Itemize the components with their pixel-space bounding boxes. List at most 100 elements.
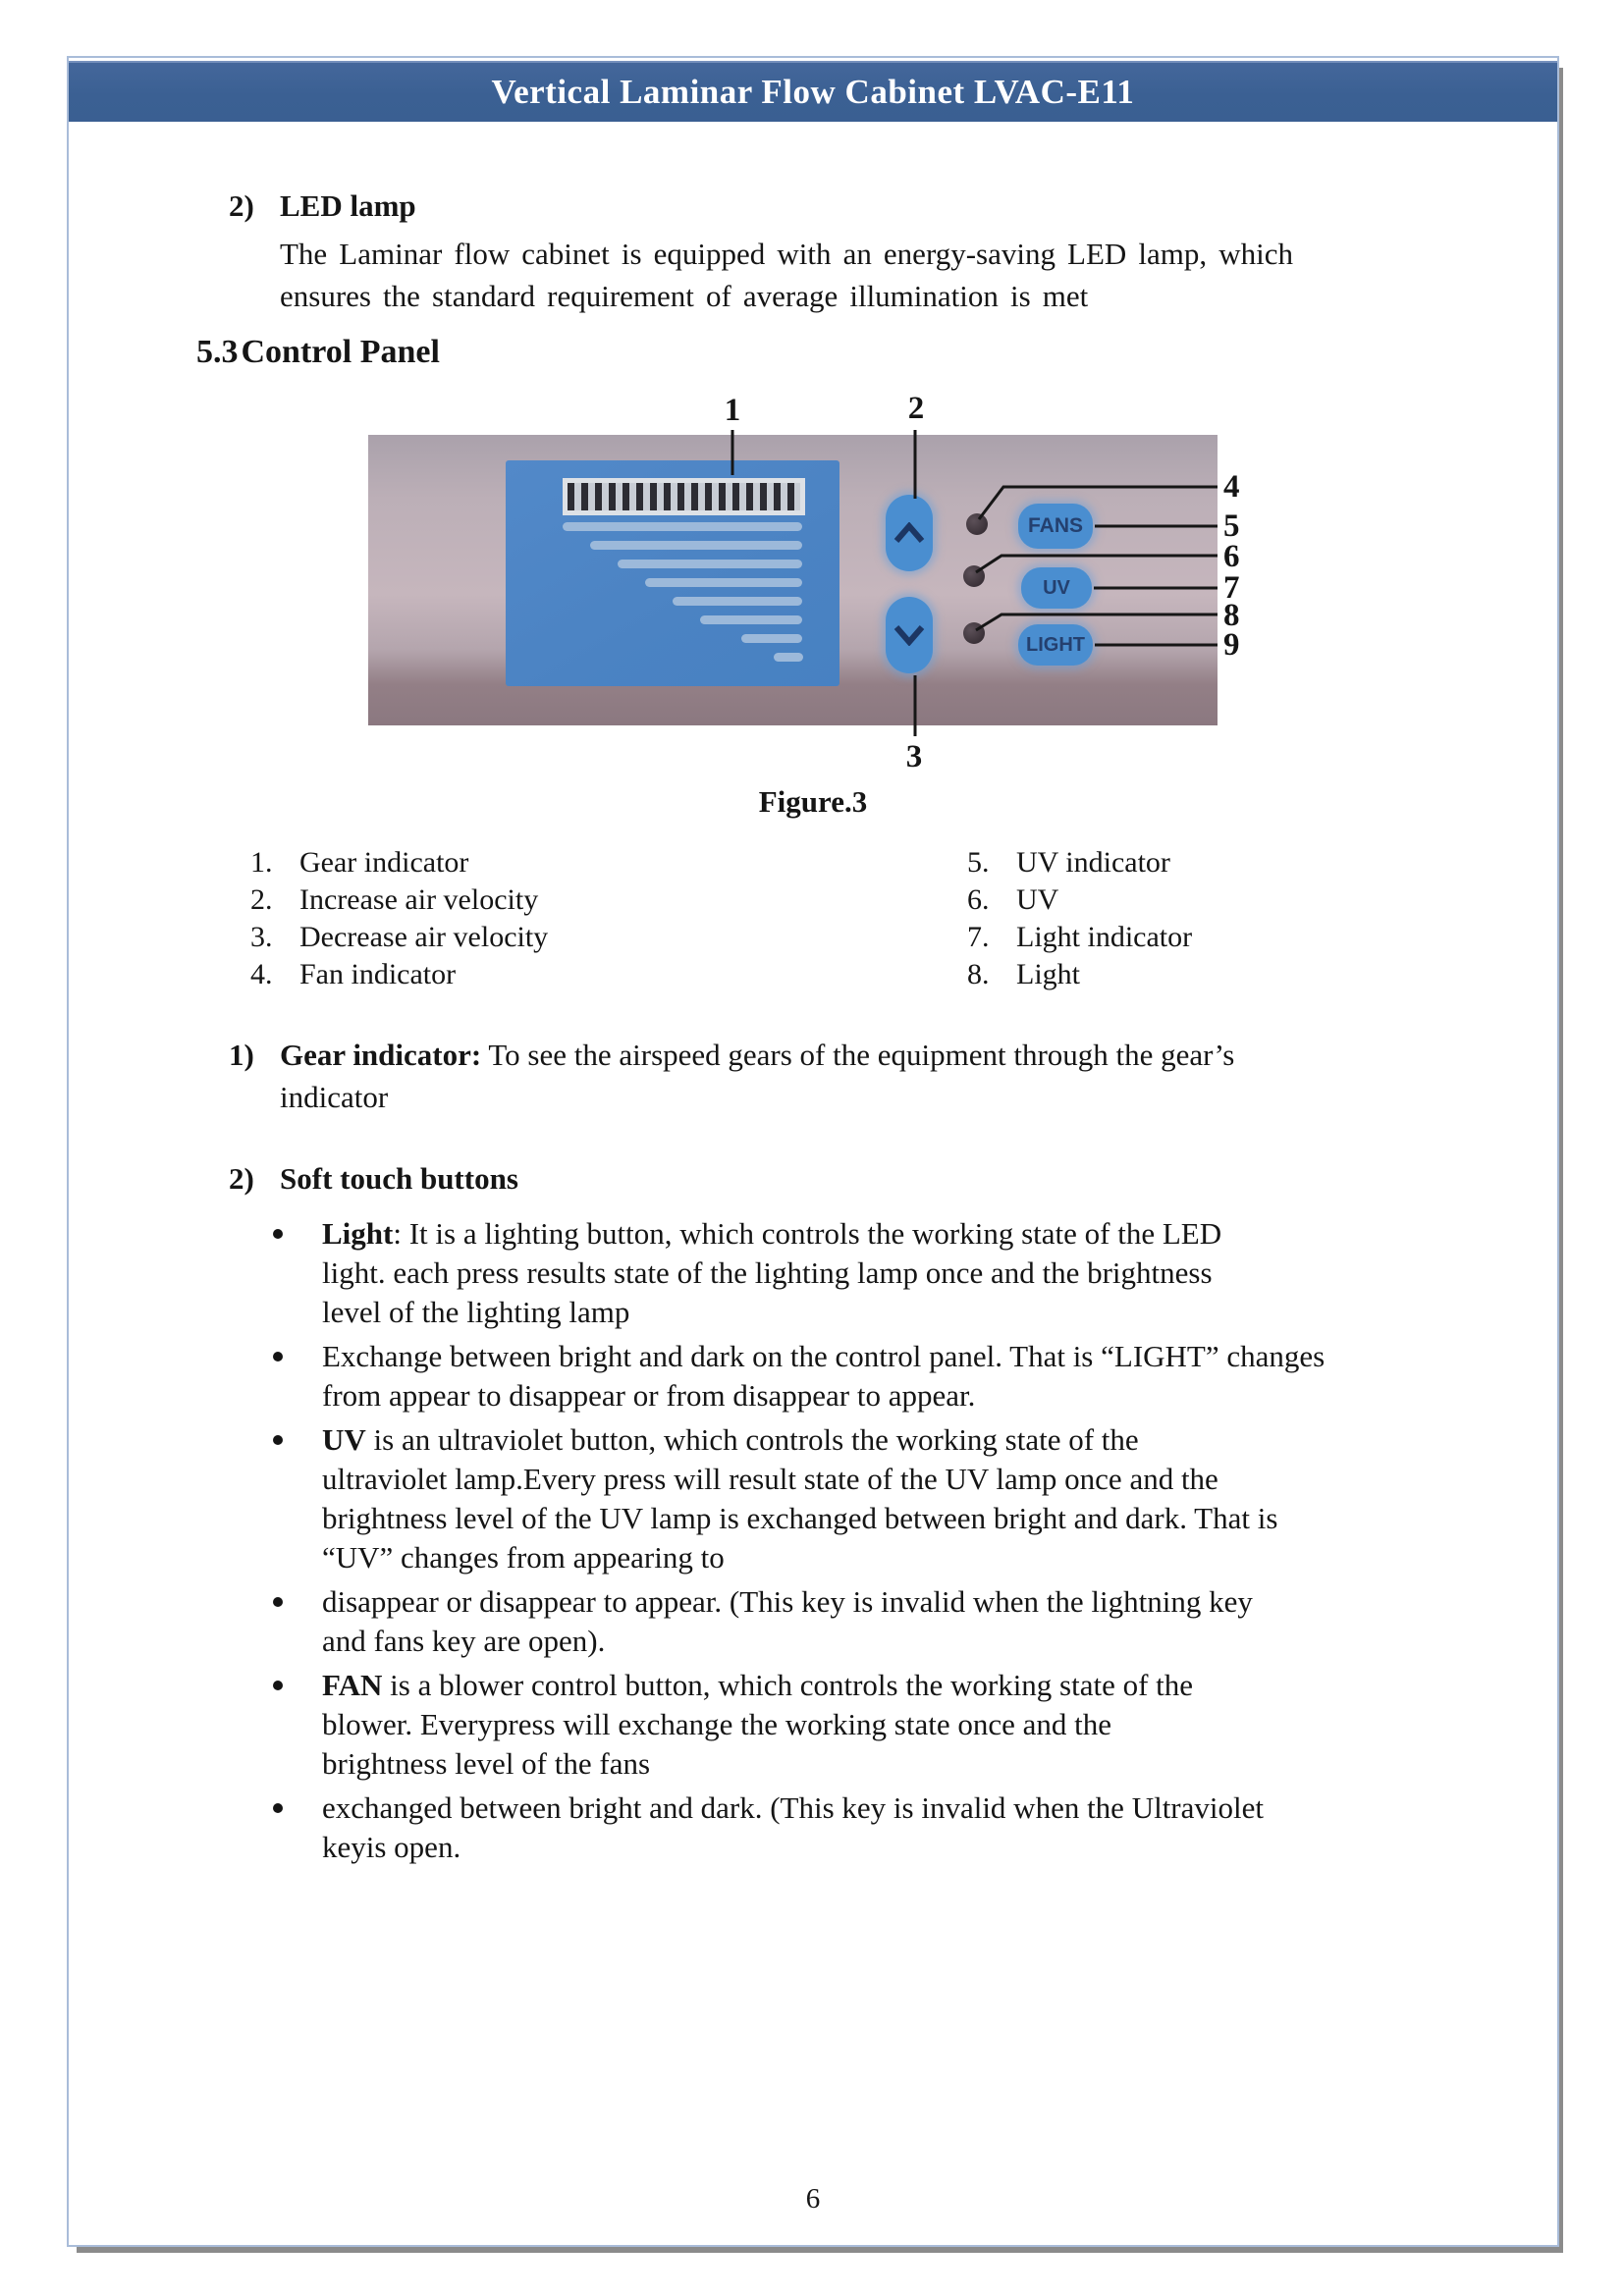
legend-item-label: Gear indicator: [299, 846, 469, 879]
velocity-bar: [741, 634, 802, 643]
section-number: 5.3: [196, 334, 239, 370]
uv-button: UV: [1021, 567, 1092, 609]
bullet-text: FAN is a blower control button, which co…: [322, 1666, 1554, 1784]
bullet-item: UV is an ultraviolet button, which contr…: [69, 1420, 1557, 1577]
callout-5: 5: [1223, 508, 1240, 544]
bullet-icon: [273, 1352, 283, 1362]
legend-item: 5. UV indicator: [967, 844, 1192, 881]
light-indicator-led: [963, 622, 985, 644]
uv-button-label: UV: [1043, 576, 1070, 599]
section-number: 2): [229, 1161, 254, 1196]
legend-item-number: 5.: [967, 846, 990, 879]
bullet-lead: Light: [322, 1216, 394, 1251]
velocity-bar: [563, 522, 802, 531]
bullet-rest: exchanged between bright and dark. (This…: [322, 1790, 1264, 1864]
section-heading-soft-touch: 2) Soft touch buttons: [229, 1157, 1557, 1201]
legend-item-label: Decrease air velocity: [299, 921, 549, 953]
gear-indicator-paragraph: 1) Gear indicator: To see the airspeed g…: [229, 1034, 1557, 1118]
page-number: 6: [805, 2183, 821, 2215]
bullet-item: disappear or disappear to appear. (This …: [69, 1582, 1557, 1661]
legend-item-label: Fan indicator: [299, 958, 457, 990]
bullet-item: Exchange between bright and dark on the …: [69, 1337, 1557, 1415]
callout-6: 6: [1223, 539, 1240, 574]
bullet-icon: [273, 1803, 283, 1813]
velocity-bar: [673, 597, 802, 606]
callout-7: 7: [1223, 570, 1240, 606]
figure-caption: Figure.3: [758, 784, 868, 819]
bullet-rest: disappear or disappear to appear. (This …: [322, 1584, 1253, 1658]
section-title: Soft touch buttons: [280, 1161, 518, 1196]
velocity-bar: [618, 560, 802, 568]
gear-indicator-lead: Gear indicator:: [280, 1038, 482, 1072]
bullet-item: Light: It is a lighting button, which co…: [69, 1214, 1557, 1332]
bullet-rest: is a blower control button, which contro…: [322, 1668, 1194, 1781]
bullet-text: disappear or disappear to appear. (This …: [322, 1582, 1554, 1661]
bullet-lead: FAN: [322, 1668, 383, 1702]
bullet-lead: UV: [322, 1422, 366, 1457]
callout-1: 1: [724, 393, 741, 428]
legend-item: 6. UV: [967, 881, 1192, 919]
legend-item-label: Light: [1016, 958, 1080, 990]
section-title: Control Panel: [241, 334, 440, 370]
fans-button-label: FANS: [1027, 514, 1083, 537]
soft-touch-bullet-list: Light: It is a lighting button, which co…: [69, 1214, 1557, 1867]
bullet-rest: : It is a lighting button, which control…: [322, 1216, 1222, 1329]
section-number: 2): [229, 188, 254, 223]
bullet-text: UV is an ultraviolet button, which contr…: [322, 1420, 1554, 1577]
bullet-text: exchanged between bright and dark. (This…: [322, 1789, 1554, 1867]
legend-item-number: 1.: [250, 846, 273, 879]
legend-item: 3. Decrease air velocity: [250, 919, 802, 956]
bullet-item: FAN is a blower control button, which co…: [69, 1666, 1557, 1784]
legend-item-label: UV indicator: [1016, 846, 1170, 879]
velocity-bar: [774, 653, 803, 662]
callout-4: 4: [1223, 469, 1240, 505]
light-button: LIGHT: [1018, 624, 1093, 666]
callout-2: 2: [907, 391, 925, 426]
legend-item-number: 3.: [250, 921, 273, 953]
legend-item-number: 2.: [250, 883, 273, 916]
document-header: Vertical Laminar Flow Cabinet LVAC-E11: [69, 61, 1557, 122]
velocity-bar: [700, 615, 802, 624]
legend-item: 2. Increase air velocity: [250, 881, 802, 919]
legend-item: 1. Gear indicator: [250, 844, 802, 881]
section-heading-led-lamp: 2) LED lamp: [229, 185, 1557, 228]
item-number: 1): [229, 1038, 254, 1072]
figure-legend: 1. Gear indicator 2. Increase air veloci…: [69, 844, 1557, 993]
chevron-up-icon: [893, 522, 925, 543]
figure-control-panel: FANS UV LIGHT 1 2 3 4 5 6 7 8 9: [69, 389, 1557, 781]
callout-8: 8: [1223, 598, 1240, 633]
increase-air-velocity-button: [886, 495, 933, 571]
callout-3: 3: [905, 739, 923, 774]
legend-item: 4. Fan indicator: [250, 956, 802, 993]
legend-item-label: UV: [1016, 883, 1059, 916]
legend-item-label: Increase air velocity: [299, 883, 539, 916]
legend-column-right: 5. UV indicator 6. UV 7. Light indicator…: [967, 844, 1192, 993]
bullet-rest: is an ultraviolet button, which controls…: [322, 1422, 1278, 1575]
section-heading-control-panel: 5.3 Control Panel: [196, 330, 1557, 374]
gear-indicator-display: [563, 478, 805, 515]
bullet-icon: [273, 1681, 283, 1690]
document-title: Vertical Laminar Flow Cabinet LVAC-E11: [491, 73, 1135, 111]
legend-item: 8. Light: [967, 956, 1192, 993]
section-title: LED lamp: [280, 188, 416, 223]
bullet-rest: Exchange between bright and dark on the …: [322, 1339, 1326, 1413]
fans-button: FANS: [1018, 504, 1093, 549]
gear-indicator-text: Gear indicator: To see the airspeed gear…: [280, 1034, 1497, 1118]
legend-item: 7. Light indicator: [967, 919, 1192, 956]
bullet-icon: [273, 1229, 283, 1239]
legend-item-label: Light indicator: [1016, 921, 1193, 953]
gear-indicator-rest: To see the airspeed gears of the equipme…: [280, 1038, 1235, 1114]
page: Vertical Laminar Flow Cabinet LVAC-E11 2…: [67, 56, 1559, 2247]
legend-column-left: 1. Gear indicator 2. Increase air veloci…: [250, 844, 802, 993]
chevron-down-icon: [893, 625, 925, 646]
legend-item-number: 8.: [967, 958, 990, 990]
light-button-label: LIGHT: [1026, 633, 1085, 656]
bullet-text: Light: It is a lighting button, which co…: [322, 1214, 1554, 1332]
led-lamp-paragraph: The Laminar flow cabinet is equipped wit…: [280, 237, 1293, 313]
bullet-item: exchanged between bright and dark. (This…: [69, 1789, 1557, 1867]
legend-item-number: 6.: [967, 883, 990, 916]
legend-item-number: 4.: [250, 958, 273, 990]
callout-9: 9: [1223, 627, 1240, 663]
fan-indicator-led: [966, 513, 988, 535]
uv-indicator-led: [963, 565, 985, 587]
